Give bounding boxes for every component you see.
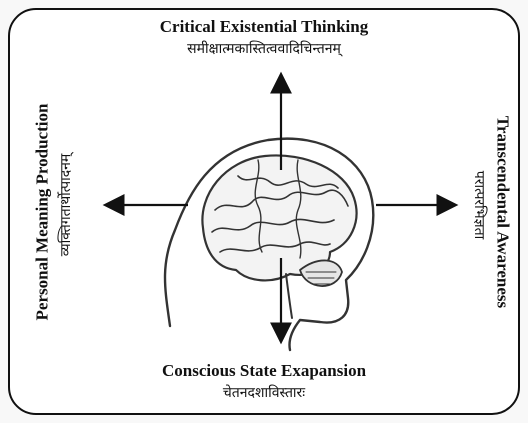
right-sublabel: परात्परभिज्ञता [471,170,486,240]
bottom-sublabel: चेतनदशाविस्तारः [222,386,306,401]
right-label: Transcendental Awareness [493,115,513,309]
brain-head-icon [163,137,375,352]
left-sublabel: व्यक्तिगतार्थोत्पादनम् [59,153,74,257]
top-sublabel: समीक्षात्मकास्तित्ववादिचिन्तनम् [187,42,341,57]
top-label: Critical Existential Thinking [159,17,369,36]
left-label: Personal Meaning Production [32,103,52,321]
bottom-label: Conscious State Exapansion [161,361,367,380]
